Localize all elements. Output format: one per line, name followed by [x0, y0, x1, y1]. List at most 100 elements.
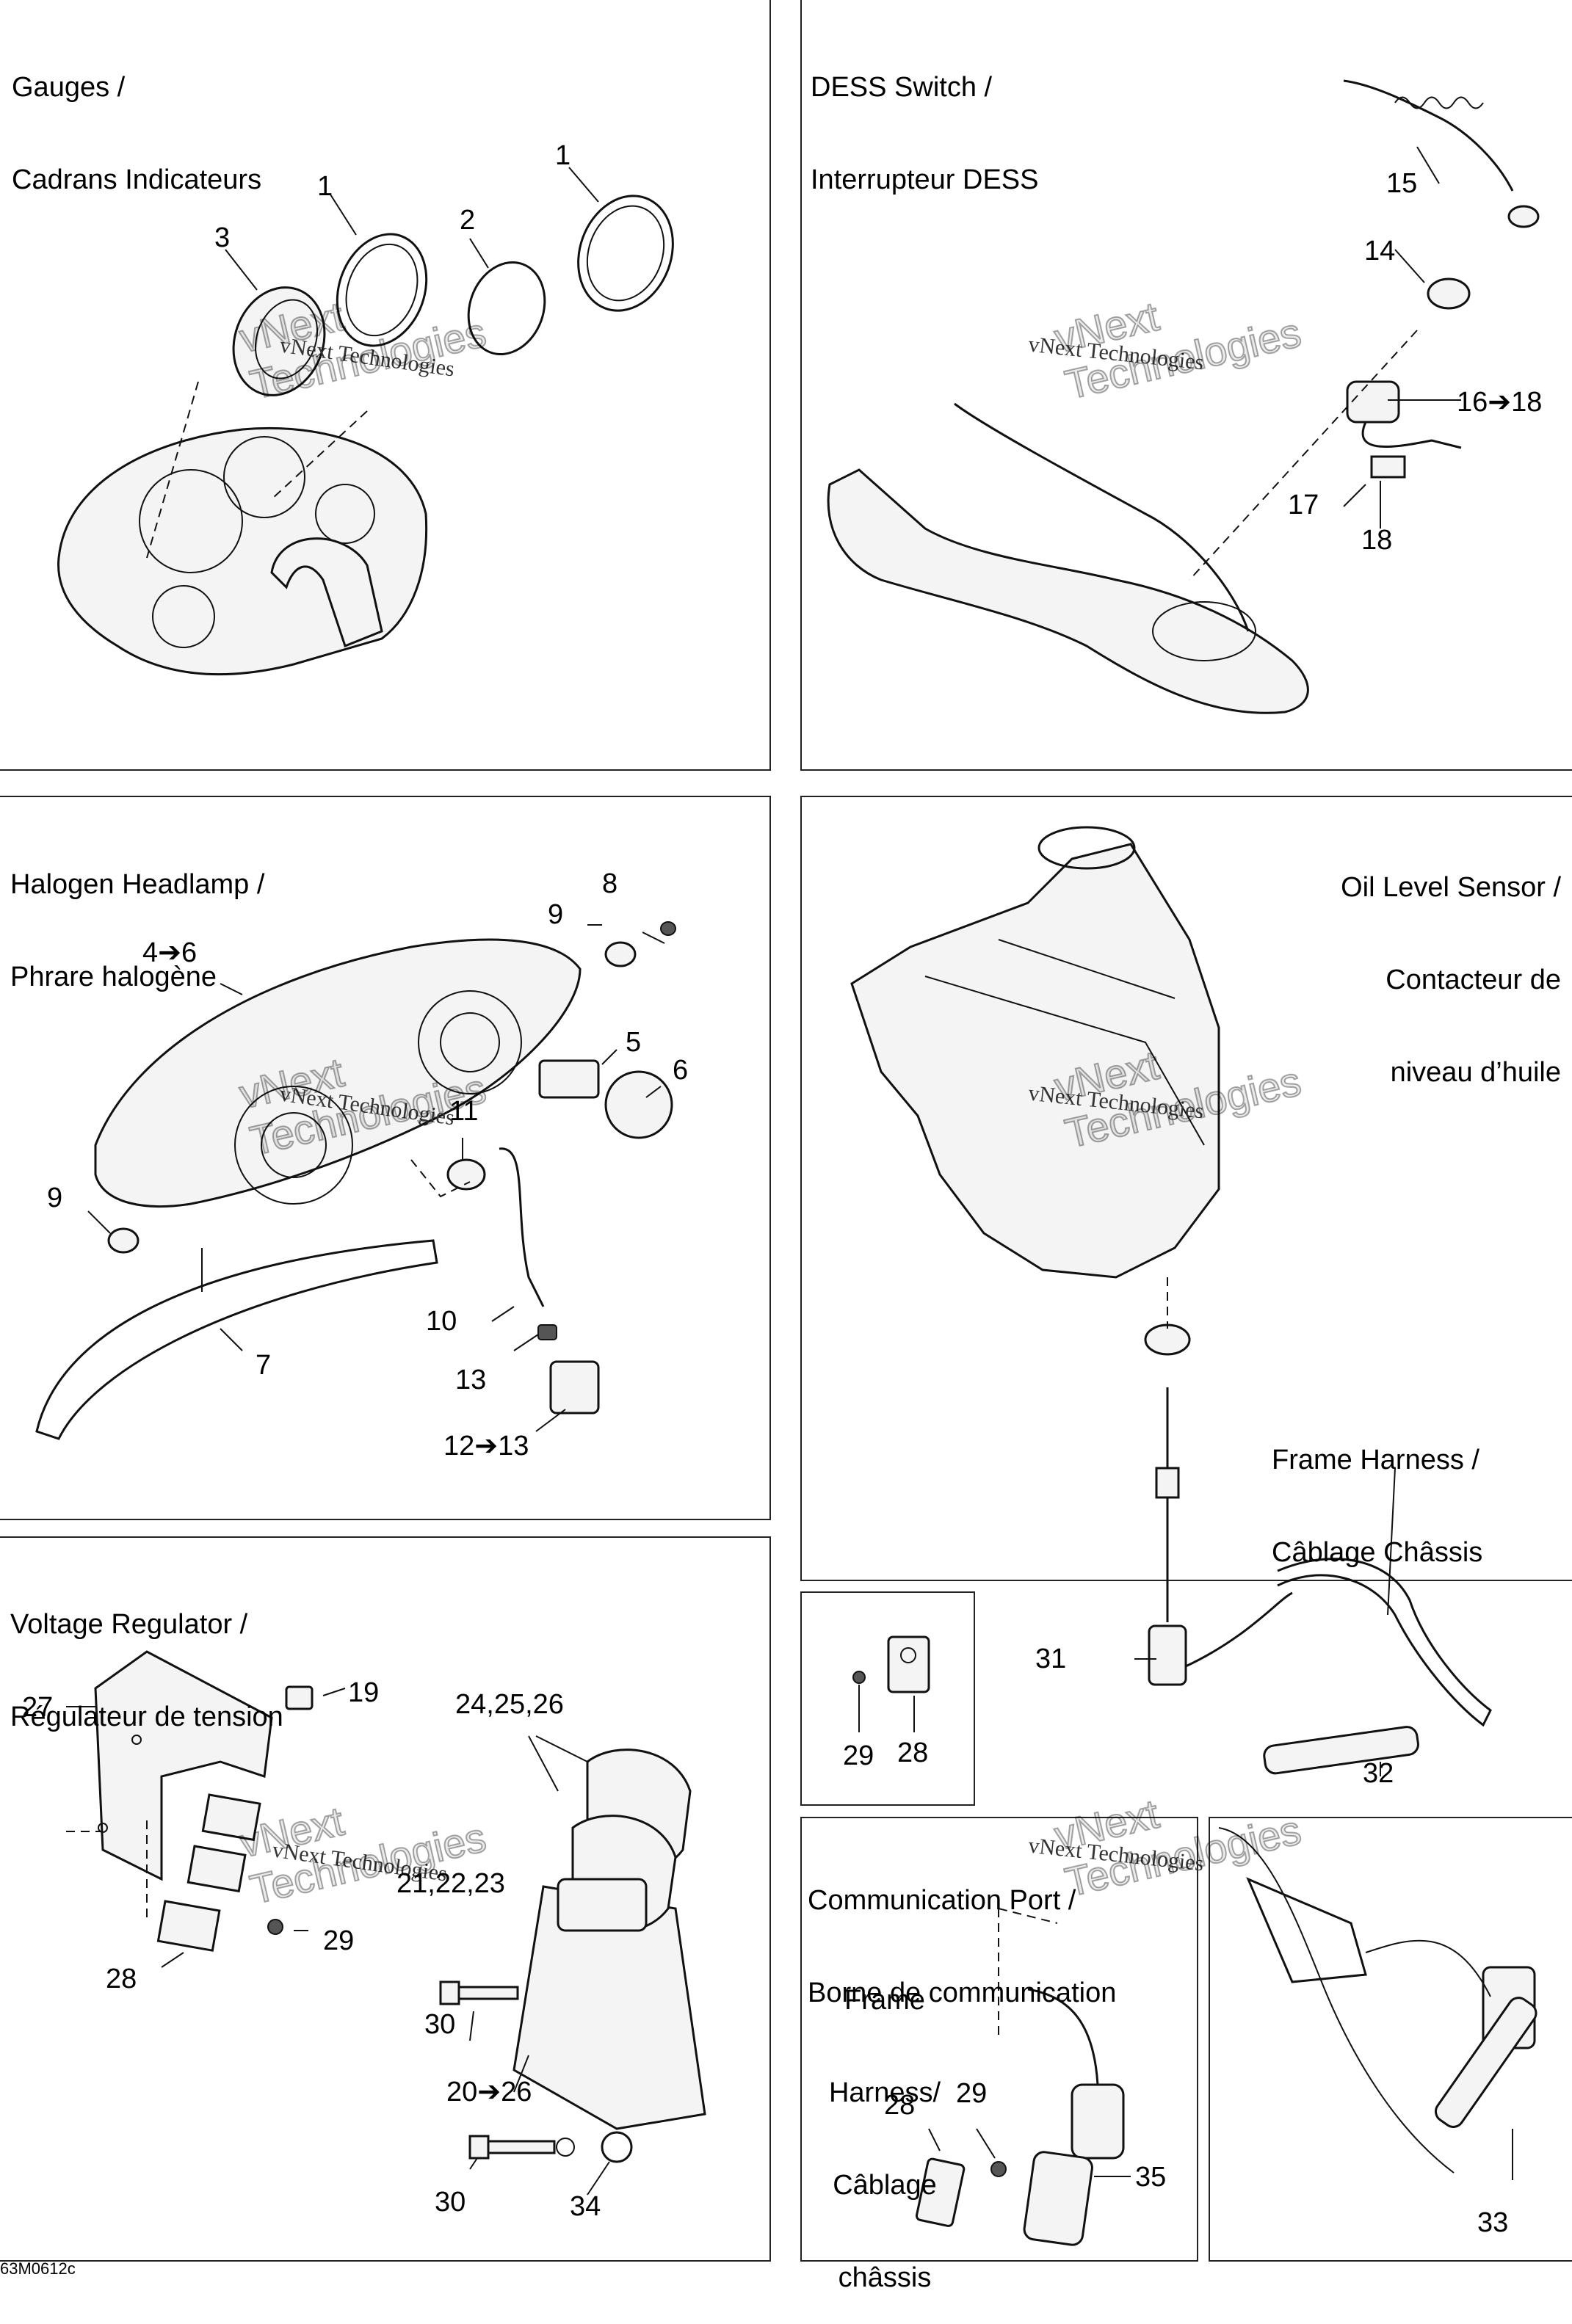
callout-headlamp-5: 5 — [626, 1027, 642, 1058]
callout-regulator-21-23: 21,22,23 — [396, 1868, 505, 1899]
headlamp-grommet-9b — [107, 1227, 140, 1254]
dess-console — [827, 402, 1309, 714]
dess-switch — [1346, 380, 1462, 479]
regulator-title-line1: Voltage Regulator / — [10, 1609, 248, 1640]
dess-title-line1: DESS Switch / — [811, 72, 993, 103]
callout-headlamp-12-13: 12➔13 — [443, 1431, 529, 1461]
callout-oil-29: 29 — [843, 1740, 874, 1771]
callout-comm-33: 33 — [1477, 2207, 1509, 2238]
gauge-ring-1b — [577, 195, 674, 312]
comm-frame-line4: châssis — [838, 2262, 932, 2293]
regulator-lug — [556, 2138, 575, 2157]
headlamp-bulb-5 — [538, 1059, 600, 1099]
oil-frame-harness-label: Frame Harness / Câblage Châssis — [1272, 1383, 1482, 1599]
callout-headlamp-9a: 9 — [548, 899, 564, 930]
headlamp-boot-11 — [446, 1158, 486, 1191]
comm-frame-line3: Câblage — [833, 2170, 937, 2201]
oil-sleeve-32 — [1263, 1726, 1419, 1775]
regulator-clip-b — [186, 1845, 247, 1893]
dess-nut — [1427, 277, 1471, 310]
callout-regulator-30a: 30 — [424, 2009, 456, 2040]
gauge-3 — [232, 286, 326, 396]
oil-title: Oil Level Sensor / Contacteur de niveau … — [1248, 810, 1561, 1119]
callout-dess-15: 15 — [1386, 168, 1418, 199]
callout-gauges-1a: 1 — [317, 171, 333, 202]
oil-frame-harness-line1: Frame Harness / — [1272, 1445, 1479, 1475]
oil-title-line1: Oil Level Sensor / — [1341, 872, 1561, 903]
regulator-clip-28 — [156, 1900, 221, 1952]
headlamp-trim-7 — [35, 1239, 438, 1440]
comm-screw-29 — [990, 2161, 1007, 2177]
oil-frame-harness — [1277, 1558, 1492, 1727]
callout-dess-17: 17 — [1288, 490, 1319, 520]
gauges-title-line2: Cadrans Indicateurs — [12, 164, 262, 195]
headlamp-grommet-9a — [604, 941, 637, 967]
headlamp-title: Halogen Headlamp / Phrare halogène — [10, 807, 264, 1023]
callout-regulator-30b: 30 — [435, 2187, 466, 2218]
callout-gauges-3: 3 — [214, 222, 231, 253]
callout-regulator-19: 19 — [348, 1677, 380, 1708]
gauges-title-line1: Gauges / — [12, 72, 126, 103]
callout-headlamp-10: 10 — [426, 1306, 457, 1337]
regulator-bolt-19 — [285, 1685, 314, 1710]
gauge-cluster-housing — [57, 426, 428, 676]
regulator-title: Voltage Regulator / Régulateur de tensio… — [10, 1547, 283, 1763]
gauges-title: Gauges / Cadrans Indicateurs — [12, 10, 261, 226]
comm-title-line2: Borne de communication — [808, 1978, 1117, 2008]
callout-gauges-2: 2 — [460, 205, 476, 236]
callout-comm-28: 28 — [884, 2090, 916, 2121]
gauge-lens-2 — [467, 261, 546, 356]
headlamp-retainer-6 — [604, 1070, 673, 1139]
callout-oil-28: 28 — [897, 1737, 929, 1768]
callout-regulator-20-26: 20➔26 — [446, 2077, 532, 2107]
callout-headlamp-11: 11 — [449, 1096, 479, 1127]
comm-frame-line2: Harness/ — [828, 2077, 941, 2108]
oil-grommet — [1144, 1323, 1191, 1356]
regulator-bolt-30a — [439, 1980, 519, 2005]
callout-headlamp-6: 6 — [673, 1055, 689, 1086]
headlamp-title-line1: Halogen Headlamp / — [10, 869, 265, 900]
communication-port-panel — [800, 1817, 1198, 2262]
regulator-screw-29 — [267, 1919, 283, 1935]
callout-regulator-29: 29 — [323, 1925, 355, 1956]
oil-tank — [850, 826, 1220, 1279]
oil-title-line3: niveau d’huile — [1390, 1057, 1561, 1088]
dess-title-line2: Interrupteur DESS — [811, 164, 1039, 195]
callout-headlamp-4-6: 4➔6 — [142, 937, 198, 968]
regulator-star-washer-34 — [601, 2131, 633, 2163]
headlamp-title-line2: Phrare halogène — [10, 962, 217, 992]
dess-title: DESS Switch / Interrupteur DESS — [811, 10, 1038, 226]
regulator-bolt-30b — [468, 2135, 556, 2160]
comm-cap-35 — [1023, 2151, 1093, 2246]
callout-headlamp-9b: 9 — [47, 1183, 63, 1213]
regulator-title-line2: Régulateur de tension — [10, 1702, 283, 1732]
drawing-code: 63M0612c — [0, 2259, 76, 2278]
dess-lanyard — [1343, 79, 1540, 228]
oil-title-line2: Contacteur de — [1386, 965, 1561, 995]
gauge-ring-1a — [336, 233, 428, 347]
headlamp-hose-10 — [499, 1147, 545, 1307]
oil-frame-harness-line2: Câblage Châssis — [1272, 1537, 1483, 1568]
callout-dess-18: 18 — [1361, 525, 1393, 556]
comm-frame-line1: Frame — [844, 1985, 925, 2016]
comm-frame-harness-label: Frame Harness/ Câblage châssis — [815, 1923, 955, 2324]
callout-comm-35: 35 — [1135, 2162, 1167, 2193]
headlamp-clip-13 — [537, 1324, 557, 1340]
oil-level-sensor — [1148, 1387, 1293, 1686]
headlamp-nut-8 — [660, 921, 676, 936]
comm-title-line1: Communication Port / — [808, 1885, 1076, 1916]
callout-oil-32: 32 — [1363, 1758, 1394, 1789]
callout-regulator-24-26: 24,25,26 — [455, 1689, 564, 1720]
callout-comm-29: 29 — [956, 2078, 988, 2109]
comm-bracket-28 — [915, 2157, 966, 2227]
regulator-bracket — [94, 1650, 273, 1881]
callout-gauges-1b: 1 — [555, 140, 571, 171]
oil-inset-bracket — [852, 1635, 930, 1732]
comm-harness — [1027, 1988, 1099, 2085]
comm-inset-scene — [1218, 1827, 1537, 2180]
callout-dess-16-18: 16➔18 — [1457, 387, 1543, 418]
comm-connector — [1071, 2083, 1125, 2160]
callout-dess-14: 14 — [1364, 236, 1396, 266]
oil-inset-panel — [800, 1591, 975, 1806]
